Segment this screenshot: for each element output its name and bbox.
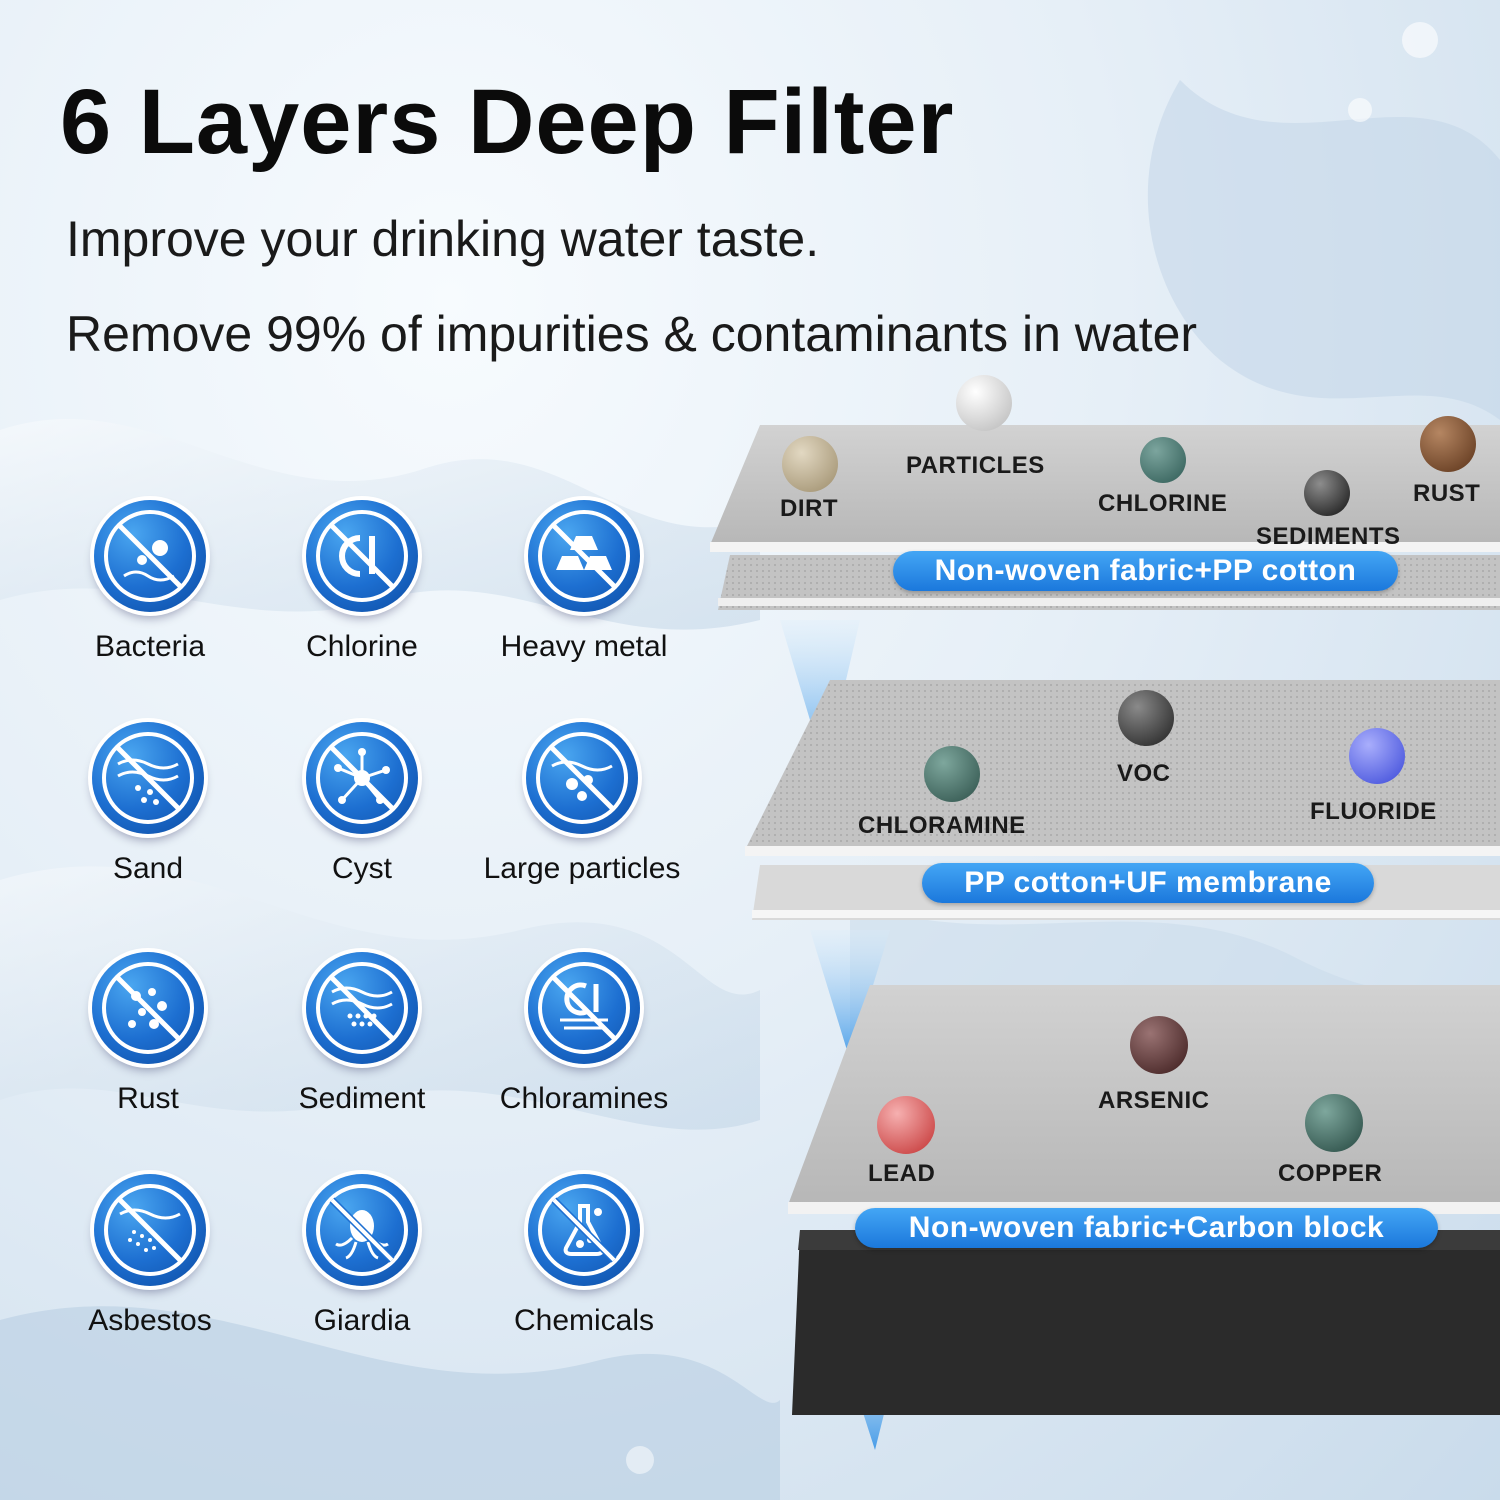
layer-1-item-rust: RUST [1413,480,1481,507]
contaminant-chemicals: Chemicals [474,1174,694,1338]
contaminant-chlorine: Chlorine [252,500,472,664]
layer-1-item-particles: PARTICLES [906,452,1045,479]
contaminant-heavy-metal: Heavy metal [474,500,694,664]
bacteria-icon [94,500,206,612]
layer-1-item-sediments: SEDIMENTS [1256,523,1401,550]
contaminant-chloramines: Chloramines [474,952,694,1116]
giardia-icon [306,1174,418,1286]
chemicals-icon [528,1174,640,1286]
particle-icon [956,375,1012,431]
page-title: 6 Layers Deep Filter [60,71,955,173]
voc-particle-icon [1118,690,1174,746]
layer-2-item-voc: VOC [1117,760,1171,787]
contaminant-sand: Sand [38,722,258,886]
layer-2-item-fluoride: FLUORIDE [1310,798,1437,825]
contaminant-label: Heavy metal [500,630,668,663]
contaminant-label: Chlorine [306,630,418,663]
asbestos-icon [94,1174,206,1286]
chlorine-particle-icon [1140,437,1186,483]
dirt-particle-icon [782,436,838,492]
contaminant-icon-grid: Bacteria Chlorine Heavy metal [40,500,720,1360]
contaminant-label: Chloramines [499,1082,669,1115]
contaminant-asbestos: Asbestos [40,1174,260,1338]
filter-layers-diagram: DIRT PARTICLES CHLORINE SEDIMENTS RUST N… [700,370,1500,1470]
contaminant-label: Asbestos [88,1304,212,1337]
contaminant-label: Bacteria [94,630,206,663]
sediment-particle-icon [1304,470,1350,516]
contaminant-label: Sand [112,852,184,885]
layer-2-item-chloramine: CHLORAMINE [858,812,1026,839]
chloramine-particle-icon [924,746,980,802]
cyst-icon [306,722,418,834]
rust-particle-icon [1420,416,1476,472]
layer-1-item-dirt: DIRT [780,495,838,522]
layer-3-item-arsenic: ARSENIC [1098,1087,1210,1114]
layer-3-item-lead: LEAD [868,1160,936,1187]
subtitle-taste: Improve your drinking water taste. [66,211,820,267]
contaminant-label: Rust [117,1082,179,1115]
contaminant-giardia: Giardia [252,1174,472,1338]
contaminant-label: Sediment [298,1082,426,1115]
contaminant-label: Cyst [332,852,392,885]
contaminant-cyst: Cyst [252,722,472,886]
contaminant-rust: Rust [38,952,258,1116]
arsenic-particle-icon [1130,1016,1188,1074]
chlorine-icon [306,500,418,612]
chloramines-icon [528,952,640,1064]
contaminant-sediment: Sediment [252,952,472,1116]
sediment-icon [306,952,418,1064]
lead-particle-icon [877,1096,935,1154]
fluoride-particle-icon [1349,728,1405,784]
layer-2-banner: PP cotton+UF membrane [922,863,1374,903]
contaminant-label: Giardia [313,1304,411,1337]
contaminant-bacteria: Bacteria [40,500,260,664]
subtitle-remove: Remove 99% of impurities & contaminants … [66,306,1198,362]
heavy-metal-icon [528,500,640,612]
contaminant-label: Chemicals [513,1304,655,1337]
large-particles-icon [526,722,638,834]
layer-1-banner: Non-woven fabric+PP cotton [893,551,1398,591]
layer-3-banner: Non-woven fabric+Carbon block [855,1208,1438,1248]
sand-icon [92,722,204,834]
layer-1-item-chlorine: CHLORINE [1098,490,1228,517]
contaminant-large-particles: Large particles [472,722,692,886]
layer-3-item-copper: COPPER [1278,1160,1383,1187]
copper-particle-icon [1305,1094,1363,1152]
contaminant-label: Large particles [483,852,681,885]
rust-icon [92,952,204,1064]
